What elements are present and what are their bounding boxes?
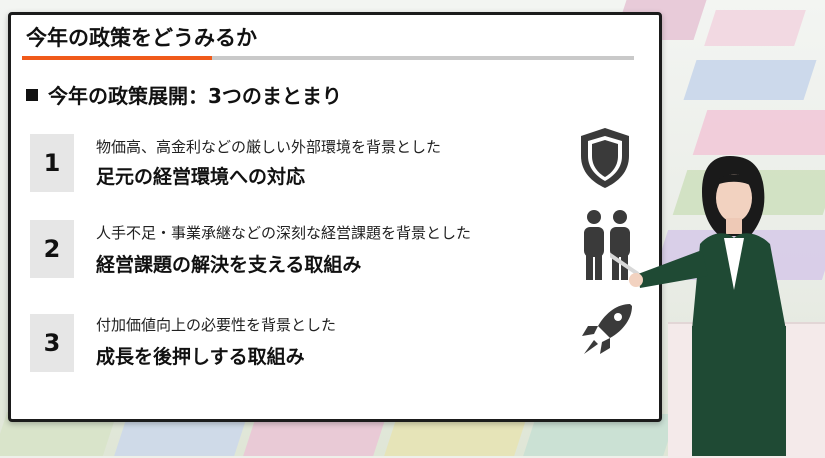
shield-icon bbox=[581, 128, 629, 188]
slide-title: 今年の政策をどうみるか bbox=[26, 26, 257, 50]
item-3-subtitle: 付加価値向上の必要性を背景とした bbox=[96, 316, 337, 334]
item-2-title: 経営課題の解決を支える取組み bbox=[96, 254, 362, 276]
rocket-icon bbox=[582, 304, 632, 354]
section-heading-text: 今年の政策展開：3つのまとまり bbox=[48, 84, 342, 108]
item-2-number: 2 bbox=[30, 220, 74, 278]
section-heading: 今年の政策展開：3つのまとまり bbox=[26, 80, 342, 109]
item-2-subtitle: 人手不足・事業承継などの深刻な経営課題を背景とした bbox=[96, 224, 472, 242]
square-bullet-icon bbox=[26, 89, 38, 101]
item-3-title: 成長を後押しする取組み bbox=[96, 346, 305, 368]
item-1-number: 1 bbox=[30, 134, 74, 192]
presentation-board bbox=[8, 12, 662, 422]
item-1-title: 足元の経営環境への対応 bbox=[96, 166, 306, 188]
title-underline bbox=[22, 56, 634, 60]
presenter-figure bbox=[610, 156, 786, 456]
item-3-number: 3 bbox=[30, 314, 74, 372]
title-underline-accent bbox=[22, 56, 212, 60]
item-1-subtitle: 物価高、高金利などの厳しい外部環境を背景とした bbox=[96, 138, 442, 156]
